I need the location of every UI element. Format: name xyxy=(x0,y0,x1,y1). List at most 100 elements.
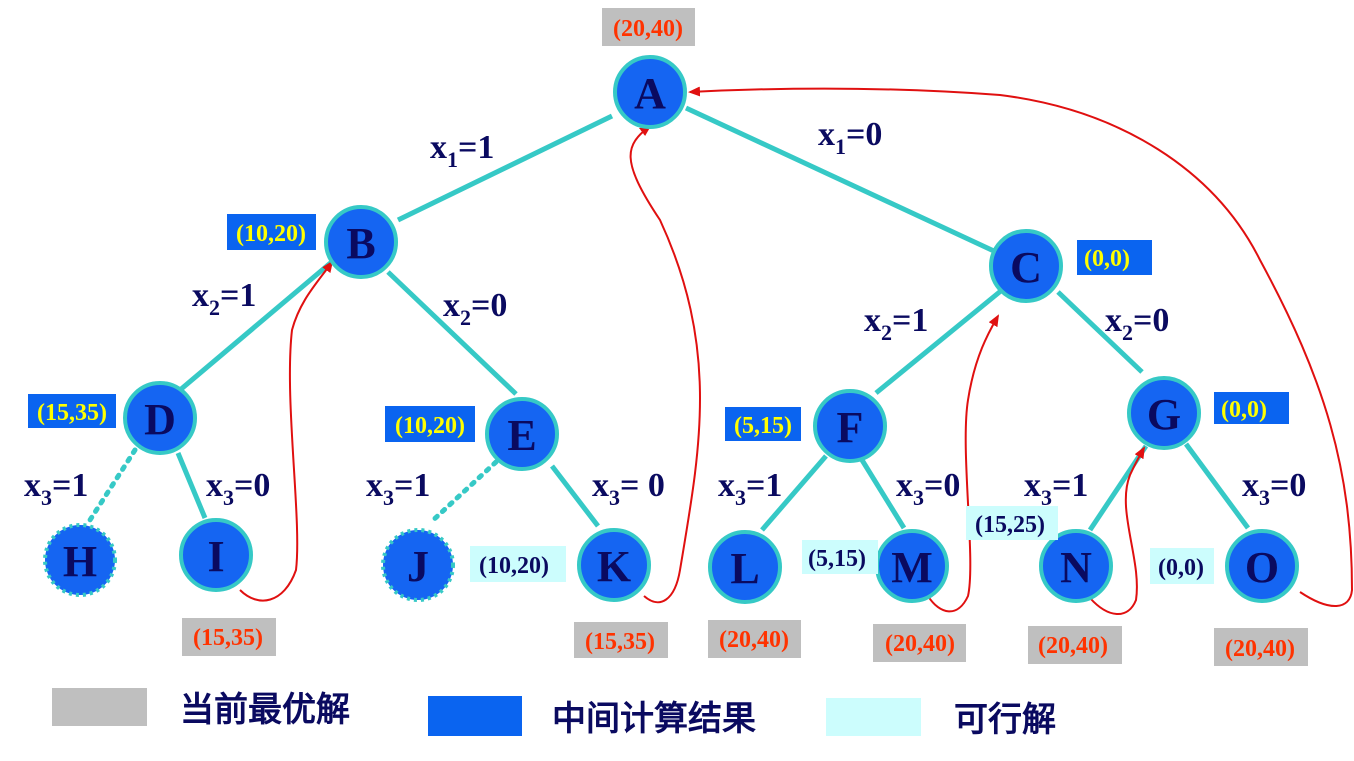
node-m: M xyxy=(875,529,949,603)
node-i: I xyxy=(179,518,253,592)
node-f-label: F xyxy=(837,403,864,452)
tag-c-intermediate: (0,0) xyxy=(1077,240,1152,275)
backtrack-arrow-o-a xyxy=(688,86,1354,607)
node-i-label: I xyxy=(207,532,224,581)
node-n: N xyxy=(1039,529,1113,603)
svg-text:(15,25): (15,25) xyxy=(975,512,1045,538)
node-l-label: L xyxy=(730,544,759,593)
edge-d-i xyxy=(175,452,208,519)
legend: 当前最优解 中间计算结果 可行解 xyxy=(52,688,1056,740)
node-d-label: D xyxy=(144,395,176,444)
svg-text:(0,0): (0,0) xyxy=(1221,397,1267,423)
svg-text:(0,0): (0,0) xyxy=(1084,246,1130,272)
svg-text:(10,20): (10,20) xyxy=(395,413,465,439)
edge-label-c-g: x2=0 xyxy=(1105,302,1169,345)
tag-g-intermediate: (0,0) xyxy=(1214,392,1289,424)
edge-label-a-b: x1=1 xyxy=(430,129,494,172)
node-c: C xyxy=(989,229,1063,303)
tag-m-current-best: (20,40) xyxy=(873,624,966,662)
edge-label-f-l: x3=1 xyxy=(718,467,782,510)
tag-o-feasible: (0,0) xyxy=(1150,548,1214,584)
node-e-label: E xyxy=(507,411,536,460)
edge-g-o xyxy=(1183,442,1251,530)
edge-label-b-d: x2=1 xyxy=(192,277,256,320)
node-j-label: J xyxy=(407,542,429,591)
edge-label-e-k: x3= 0 xyxy=(592,467,665,510)
legend-swatch-intermediate xyxy=(428,696,522,736)
node-b-label: B xyxy=(346,219,375,268)
node-a-label: A xyxy=(634,69,666,118)
legend-label-current-best: 当前最优解 xyxy=(180,690,350,730)
edge-label-d-h: x3=1 xyxy=(24,467,88,510)
tag-f-intermediate: (5,15) xyxy=(725,407,801,441)
svg-text:(20,40): (20,40) xyxy=(1225,636,1295,662)
edge-label-e-j: x3=1 xyxy=(366,467,430,510)
edge-label-g-n: x3=1 xyxy=(1024,467,1088,510)
node-c-label: C xyxy=(1010,243,1042,292)
node-m-label: M xyxy=(891,543,933,592)
backtrack-arrow-k-a xyxy=(629,124,701,604)
node-k: K xyxy=(577,528,651,602)
edge-a-b xyxy=(396,113,614,223)
svg-text:(15,35): (15,35) xyxy=(37,400,107,426)
edge-c-f xyxy=(874,288,1004,395)
edge-c-g xyxy=(1056,290,1144,374)
node-h: H xyxy=(43,523,117,597)
tag-o-current-best: (20,40) xyxy=(1214,628,1308,666)
legend-label-feasible: 可行解 xyxy=(954,700,1056,740)
edge-b-e xyxy=(386,270,518,396)
node-g-label: G xyxy=(1147,390,1181,439)
edge-a-c xyxy=(684,105,998,255)
svg-text:(20,40): (20,40) xyxy=(1038,633,1108,659)
tag-k-feasible: (10,20) xyxy=(470,546,566,582)
edge-f-m xyxy=(859,458,907,530)
node-j: J xyxy=(381,528,455,602)
legend-swatch-current-best xyxy=(52,688,147,726)
edge-b-d xyxy=(178,258,336,392)
svg-text:(20,40): (20,40) xyxy=(613,16,683,42)
edge-label-a-c: x1=0 xyxy=(818,116,882,159)
edge-label-f-m: x3=0 xyxy=(896,467,960,510)
edge-e-j xyxy=(427,459,499,526)
node-f: F xyxy=(813,389,887,463)
edge-label-d-i: x3=0 xyxy=(206,467,270,510)
node-h-label: H xyxy=(63,537,97,586)
backtrack-arrow-i-b xyxy=(239,260,334,602)
tag-n-feasible: (15,25) xyxy=(966,506,1058,540)
legend-swatch-feasible xyxy=(826,698,921,736)
tag-i-current-best: (15,35) xyxy=(182,618,276,656)
tag-n-current-best: (20,40) xyxy=(1028,626,1122,664)
edge-label-c-f: x2=1 xyxy=(864,302,928,345)
svg-text:(20,40): (20,40) xyxy=(719,627,789,653)
svg-text:(0,0): (0,0) xyxy=(1158,555,1204,581)
svg-text:(20,40): (20,40) xyxy=(885,631,955,657)
svg-text:(5,15): (5,15) xyxy=(808,546,866,572)
node-o-label: O xyxy=(1245,543,1279,592)
edge-f-l xyxy=(760,454,828,532)
node-a: A xyxy=(613,55,687,129)
svg-text:(10,20): (10,20) xyxy=(479,553,549,579)
node-d: D xyxy=(123,381,197,455)
backtrack-arrow-m-c xyxy=(927,314,999,613)
svg-text:(10,20): (10,20) xyxy=(236,221,306,247)
backtrack-arrow-n-g xyxy=(1089,446,1145,615)
tag-m-feasible: (5,15) xyxy=(802,540,878,574)
edge-label-g-o: x3=0 xyxy=(1242,467,1306,510)
tag-k-current-best: (15,35) xyxy=(574,622,668,658)
svg-text:(5,15): (5,15) xyxy=(734,413,792,439)
node-l: L xyxy=(708,530,782,604)
tag-b-intermediate: (10,20) xyxy=(227,214,316,250)
node-b: B xyxy=(324,205,398,279)
legend-label-intermediate: 中间计算结果 xyxy=(552,699,756,739)
tag-l-current-best: (20,40) xyxy=(708,620,801,658)
tag-e-intermediate: (10,20) xyxy=(385,406,475,442)
svg-text:(15,35): (15,35) xyxy=(585,629,655,655)
node-k-label: K xyxy=(597,542,631,591)
tag-d-intermediate: (15,35) xyxy=(28,394,116,428)
node-o: O xyxy=(1225,529,1299,603)
edge-label-b-e: x2=0 xyxy=(443,287,507,330)
tag-a-current-best: (20,40) xyxy=(602,8,695,46)
node-g: G xyxy=(1127,376,1201,450)
edge-d-h xyxy=(87,447,138,523)
